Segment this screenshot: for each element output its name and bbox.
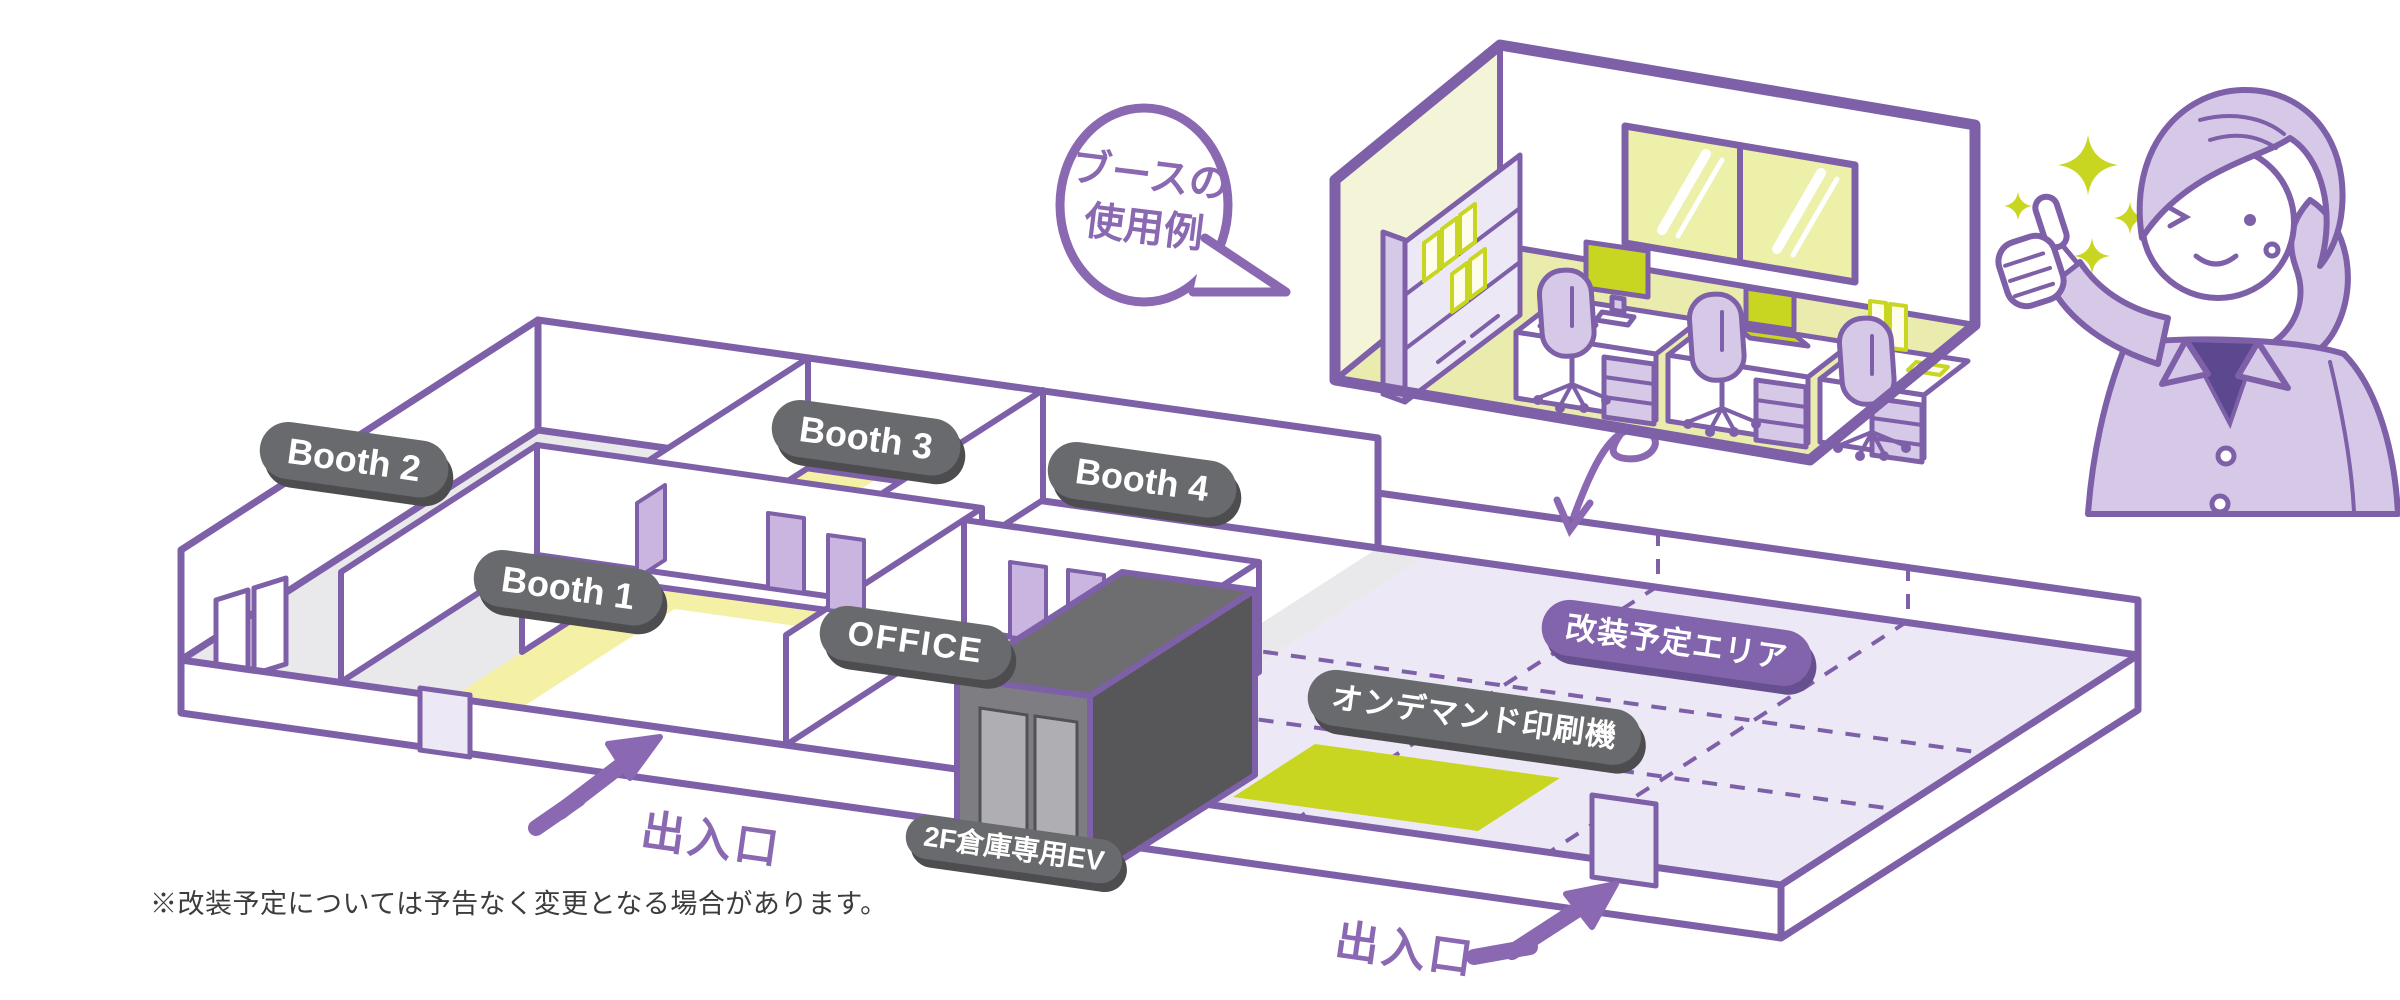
footnote-text: ※改装予定については予告なく変更となる場合があります。 bbox=[150, 889, 888, 919]
smile bbox=[2193, 253, 2239, 267]
room-window bbox=[1621, 122, 1859, 286]
button bbox=[2209, 493, 2231, 515]
front-door-left bbox=[417, 685, 473, 760]
booth-4-label: Booth 4 bbox=[1072, 450, 1212, 510]
arm bbox=[2047, 259, 2171, 367]
laptop bbox=[1743, 285, 1797, 333]
inner-shirt bbox=[2182, 337, 2261, 430]
room-left-wall bbox=[1335, 45, 1500, 380]
front-door-right bbox=[1589, 792, 1659, 889]
presenter-woman bbox=[1995, 86, 2400, 517]
button bbox=[2215, 445, 2237, 467]
right-end-wall bbox=[1777, 651, 2142, 942]
printer-area bbox=[1233, 744, 1560, 831]
room-bookshelf bbox=[1380, 152, 1523, 405]
booth-2-label: Booth 2 bbox=[284, 430, 424, 490]
entrance-arrow-right bbox=[1466, 881, 1619, 965]
room-outline bbox=[1329, 39, 1981, 466]
speech-bubble bbox=[1055, 103, 1291, 307]
eye bbox=[2244, 214, 2256, 226]
earring bbox=[2263, 241, 2281, 259]
left-end-double-door bbox=[213, 575, 289, 689]
example-room bbox=[1329, 39, 1981, 466]
usage-example-arrow bbox=[1553, 384, 1659, 537]
wink-eye bbox=[2167, 205, 2192, 229]
booth-1-label: Booth 1 bbox=[498, 558, 638, 618]
sparkle-icons bbox=[2004, 135, 2146, 274]
thumbs-up-hand bbox=[1995, 193, 2070, 310]
office-label: OFFICE bbox=[845, 614, 986, 671]
entrance-arrow-left bbox=[528, 734, 663, 836]
monitor bbox=[1583, 239, 1651, 300]
booth-3-label: Booth 3 bbox=[796, 408, 936, 468]
